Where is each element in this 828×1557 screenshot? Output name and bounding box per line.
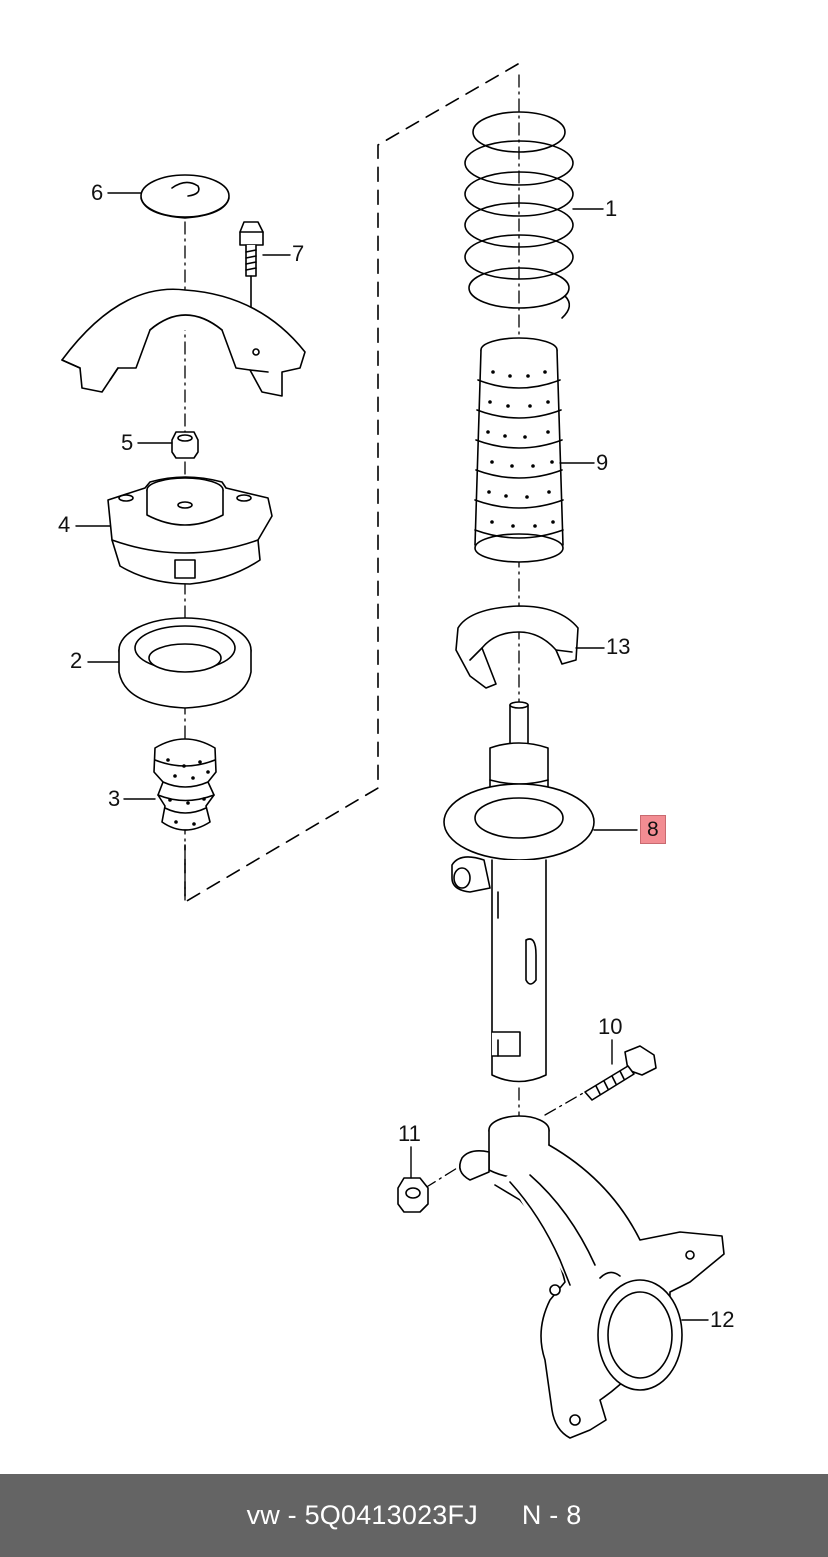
callout-2: 2	[70, 648, 83, 673]
part-9-bellows	[474, 337, 564, 563]
callout-5: 5	[121, 430, 134, 455]
callout-4: 4	[58, 512, 71, 537]
part-cover-plate	[61, 288, 306, 397]
callout-3: 3	[108, 786, 121, 811]
part-5-nut	[171, 431, 199, 459]
part-1-coil-spring	[464, 111, 574, 319]
axis-bolt-10	[544, 1091, 586, 1116]
exploded-parts-diagram	[61, 63, 725, 1439]
part-10-bolt	[584, 1045, 657, 1101]
group-boundary-dashed	[184, 63, 519, 903]
callout-13: 13	[606, 634, 631, 659]
callout-10: 10	[598, 1014, 623, 1039]
callout-6: 6	[91, 180, 104, 205]
page-label: N - 8	[521, 1500, 582, 1530]
footer-bar: vw - 5Q0413023FJ N - 8	[0, 1474, 828, 1557]
part-3-bump-stop	[153, 738, 217, 831]
part-11-nut	[397, 1177, 429, 1213]
part-13-spring-seat	[455, 605, 579, 689]
part-7-bolt	[239, 221, 264, 351]
callout-7: 7	[292, 241, 305, 266]
callout-9: 9	[596, 450, 609, 475]
callout-8-highlighted: 8	[640, 815, 666, 844]
part-6-dust-cap	[140, 174, 230, 219]
part-4-strut-mount	[107, 476, 273, 585]
part-number-label: vw - 5Q0413023FJ	[246, 1500, 478, 1530]
part-12-steering-knuckle	[459, 1115, 725, 1439]
axis-nut-11	[424, 1164, 463, 1189]
part-8-shock-absorber	[443, 701, 595, 1083]
callout-1: 1	[605, 196, 618, 221]
part-2-bearing	[118, 617, 252, 709]
callout-12: 12	[710, 1307, 735, 1332]
callout-11: 11	[398, 1121, 421, 1146]
